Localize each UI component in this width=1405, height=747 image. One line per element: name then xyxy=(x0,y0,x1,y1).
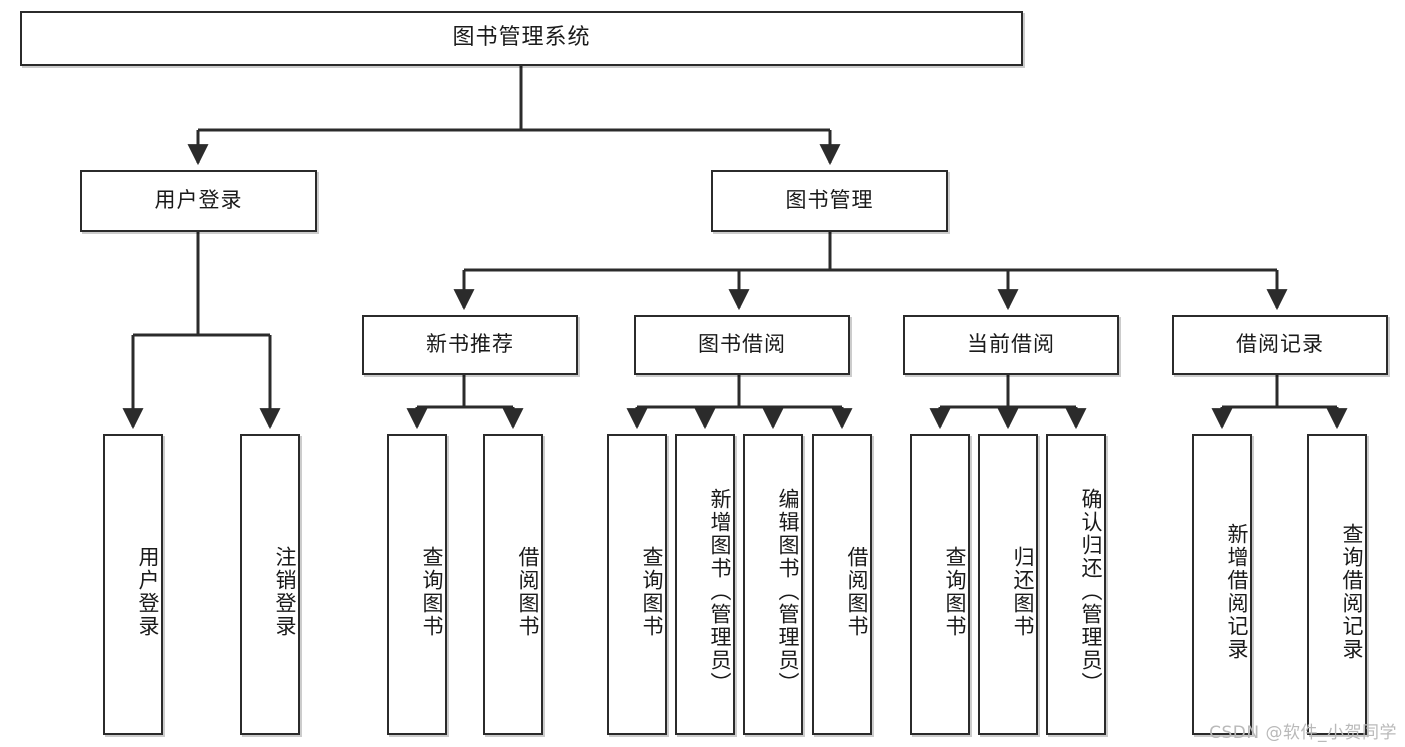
node-leaf-query-book-recommend[interactable]: 查询图书 xyxy=(387,434,447,735)
node-label: 查询图书 xyxy=(943,545,967,638)
node-user-login[interactable]: 用户登录 xyxy=(80,170,317,232)
node-label: 借阅记录 xyxy=(1236,332,1324,357)
node-label: 新增借阅记录 xyxy=(1225,522,1249,661)
node-label: 查询借阅记录 xyxy=(1340,522,1364,661)
node-leaf-query-book-current[interactable]: 查询图书 xyxy=(910,434,970,735)
node-leaf-add-borrow-record[interactable]: 新增借阅记录 xyxy=(1192,434,1252,735)
node-leaf-edit-book[interactable]: 编辑图书（管理员） xyxy=(743,434,803,735)
node-label: 图书管理系统 xyxy=(452,25,591,51)
node-leaf-confirm-return[interactable]: 确认归还（管理员） xyxy=(1046,434,1106,735)
node-leaf-borrow-book[interactable]: 借阅图书 xyxy=(812,434,872,735)
node-label: 查询图书 xyxy=(640,545,664,638)
node-label: 注销登录 xyxy=(273,545,297,638)
watermark-text: CSDN @软件_小贺同学 xyxy=(1209,723,1397,743)
node-leaf-user-login[interactable]: 用户登录 xyxy=(103,434,163,735)
node-leaf-add-book[interactable]: 新增图书（管理员） xyxy=(675,434,735,735)
node-label: 查询图书 xyxy=(420,545,444,638)
node-label: 用户登录 xyxy=(136,545,160,638)
node-label: 用户登录 xyxy=(154,188,243,213)
node-label: 确认归还（管理员） xyxy=(1079,488,1103,695)
node-label: 图书管理 xyxy=(785,188,874,213)
node-label: 借阅图书 xyxy=(516,545,540,638)
node-label: 新增图书（管理员） xyxy=(708,488,732,695)
node-label: 借阅图书 xyxy=(845,545,869,638)
node-borrow-record[interactable]: 借阅记录 xyxy=(1172,315,1388,375)
node-leaf-query-borrow-record[interactable]: 查询借阅记录 xyxy=(1307,434,1367,735)
node-new-book-recommend[interactable]: 新书推荐 xyxy=(362,315,578,375)
node-leaf-query-book-borrow[interactable]: 查询图书 xyxy=(607,434,667,735)
node-label: 图书借阅 xyxy=(698,332,786,357)
node-label: 新书推荐 xyxy=(426,332,514,357)
node-book-borrow[interactable]: 图书借阅 xyxy=(634,315,850,375)
node-leaf-borrow-book-recommend[interactable]: 借阅图书 xyxy=(483,434,543,735)
node-current-borrow[interactable]: 当前借阅 xyxy=(903,315,1119,375)
node-leaf-logout-login[interactable]: 注销登录 xyxy=(240,434,300,735)
node-label: 编辑图书（管理员） xyxy=(776,488,800,695)
node-label: 归还图书 xyxy=(1011,545,1035,638)
node-book-management[interactable]: 图书管理 xyxy=(711,170,948,232)
node-label: 当前借阅 xyxy=(967,332,1055,357)
node-leaf-return-book[interactable]: 归还图书 xyxy=(978,434,1038,735)
node-root-book-management-system[interactable]: 图书管理系统 xyxy=(20,11,1023,66)
